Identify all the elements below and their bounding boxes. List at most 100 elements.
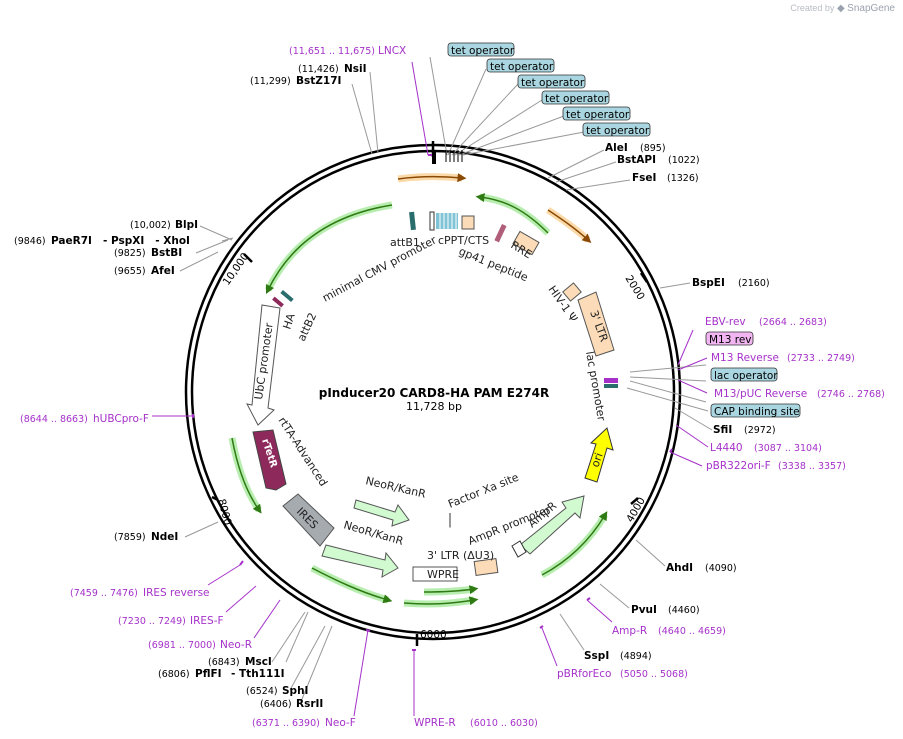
svg-text:SfiI: SfiI xyxy=(713,424,732,436)
svg-text:tet operator: tet operator xyxy=(451,45,515,57)
enzyme-sfiI: SfiI (2972) xyxy=(713,424,776,436)
neor-arrow-inner xyxy=(353,499,410,527)
svg-text:tet operator: tet operator xyxy=(490,61,554,73)
primer-hubcpro-f: (8644 .. 8663)hUBCpro-F xyxy=(20,413,149,425)
svg-text:PvuI: PvuI xyxy=(631,604,657,616)
ori-arrow xyxy=(584,427,614,483)
svg-text:tet operator: tet operator xyxy=(521,77,585,89)
svg-text:L4440: L4440 xyxy=(710,442,743,454)
svg-text:(2972): (2972) xyxy=(744,425,776,436)
svg-text:BstBI: BstBI xyxy=(151,247,182,259)
primer-m13-puc-reverse: M13/pUC Reverse(2746 .. 2768) xyxy=(714,388,885,400)
tick-mark-8000 xyxy=(211,495,219,502)
tick-mark-10000 xyxy=(243,253,253,263)
enzyme-ahdI: AhdI(4090) xyxy=(666,562,737,574)
svg-text:pBR322ori-F: pBR322ori-F xyxy=(706,460,771,472)
ampr-promoter-arrow xyxy=(511,540,527,558)
snapgene-logo-icon: ◆ xyxy=(836,3,845,14)
svg-text:(6010 .. 6030): (6010 .. 6030) xyxy=(470,718,538,729)
primer-lines xyxy=(152,61,709,717)
enzyme-mscI: (6843) MscI xyxy=(208,656,272,668)
svg-text:FseI: FseI xyxy=(632,172,656,184)
svg-text:BlpI: BlpI xyxy=(175,219,198,231)
arc-neo-1 xyxy=(310,564,389,604)
svg-text:(4460): (4460) xyxy=(668,605,700,616)
svg-text:(6843): (6843) xyxy=(208,657,240,668)
svg-text:(895): (895) xyxy=(640,143,666,154)
primer-neo-f: (6371 .. 6390) Neo-F xyxy=(252,717,356,729)
tick-mark-2000 xyxy=(639,272,649,283)
credit-brand: SnapGene xyxy=(847,3,895,14)
cds-arc-lines xyxy=(231,193,608,606)
svg-text:(6371 .. 6390): (6371 .. 6390) xyxy=(252,718,320,729)
enzyme-ndeI: (7859) NdeI xyxy=(114,531,178,543)
svg-text:tet operator: tet operator xyxy=(586,125,650,137)
tet-operator-box-4: tet operator xyxy=(541,90,610,105)
primer-wpre-r: WPRE-R (6010 .. 6030) xyxy=(414,717,538,729)
enzyme-rsrII: (6406)RsrII xyxy=(260,698,323,710)
label-neor-inner: NeoR/KanR xyxy=(364,474,427,501)
tet-strip-lines xyxy=(439,213,457,229)
ltr3-box xyxy=(577,291,615,357)
arc-gp41-line xyxy=(475,193,549,234)
svg-text:(1022): (1022) xyxy=(668,155,700,166)
label-ori: ori xyxy=(589,451,606,469)
svg-text:Amp-R: Amp-R xyxy=(612,625,647,637)
ubc-promoter-arrow xyxy=(246,304,281,426)
arc-cmv-line xyxy=(265,204,393,295)
label-cmv: minimal CMV promoter xyxy=(320,233,439,304)
primer-ires-f: (7230 .. 7249)IRES-F xyxy=(118,615,224,627)
arc-amp-line xyxy=(541,511,608,576)
enzyme-sphI: (6524)SphI xyxy=(246,685,308,697)
primer-neo-r: (6981 .. 7000)Neo-R xyxy=(148,639,252,651)
svg-text:LNCX: LNCX xyxy=(378,45,406,57)
arc-neo-3-line xyxy=(423,585,479,595)
cppt-marker xyxy=(429,211,435,231)
svg-text:(7459 .. 7476): (7459 .. 7476) xyxy=(70,588,138,599)
inner-features xyxy=(246,211,618,582)
svg-text:NdeI: NdeI xyxy=(151,531,178,543)
tet-operator-box-6: tet operator xyxy=(582,122,651,137)
svg-text:hUBCpro-F: hUBCpro-F xyxy=(93,413,149,425)
orange-arc-right-line xyxy=(547,209,592,244)
enzyme-pvuI: PvuI (4460) xyxy=(631,604,700,616)
svg-text:(11,299): (11,299) xyxy=(250,76,291,87)
tet-operator-marks xyxy=(445,150,463,162)
m13-rev-box: M13 rev xyxy=(705,331,754,346)
attB1-marker xyxy=(409,211,416,231)
tet-operator-box-1: tet operator xyxy=(447,42,515,57)
leader-lines xyxy=(179,56,713,705)
svg-text:Neo-F: Neo-F xyxy=(325,717,356,729)
svg-text:BstZ17I: BstZ17I xyxy=(296,75,341,87)
svg-text:WPRE-R: WPRE-R xyxy=(414,717,456,729)
primer-ires-reverse: (7459 .. 7476)IRES reverse xyxy=(70,587,210,599)
svg-text:- PspXI - XhoI: - PspXI - XhoI xyxy=(103,235,190,247)
svg-text:Neo-R: Neo-R xyxy=(220,639,252,651)
primer-l4440: L4440(3087 .. 3104) xyxy=(710,442,822,454)
svg-text:(6406): (6406) xyxy=(260,699,292,710)
rre-box xyxy=(512,230,540,256)
tet-operator-box-2: tet operator xyxy=(486,58,555,73)
svg-text:SphI: SphI xyxy=(282,685,308,697)
svg-text:(11,651 .. 11,675): (11,651 .. 11,675) xyxy=(289,46,375,57)
svg-text:- Tth111I: - Tth111I xyxy=(231,668,285,680)
primer-marks xyxy=(192,154,673,651)
svg-text:(2733 .. 2749): (2733 .. 2749) xyxy=(787,353,855,364)
svg-text:(7859): (7859) xyxy=(114,532,146,543)
svg-text:MscI: MscI xyxy=(245,656,272,668)
svg-text:PaeR7I: PaeR7I xyxy=(51,235,92,247)
svg-text:lac operator: lac operator xyxy=(714,370,778,382)
svg-text:(3338 .. 3357): (3338 .. 3357) xyxy=(778,461,846,472)
enzyme-afeI: (9655)AfeI xyxy=(114,265,175,277)
wpre-box xyxy=(412,566,458,582)
svg-text:NsiI: NsiI xyxy=(344,63,367,75)
svg-text:PflFI: PflFI xyxy=(195,668,222,680)
credit-prefix: Created by xyxy=(790,3,835,13)
label-attB1: attB1 xyxy=(390,236,420,249)
svg-text:AhdI: AhdI xyxy=(666,562,693,574)
label-ltr-du3: 3' LTR (ΔU3) xyxy=(427,549,494,562)
enzyme-pflfI: (6806)PflFI- Tth111I xyxy=(158,668,285,680)
svg-text:(11,426): (11,426) xyxy=(298,64,339,75)
enzyme-nsiI: (11,426) NsiI xyxy=(298,63,367,75)
